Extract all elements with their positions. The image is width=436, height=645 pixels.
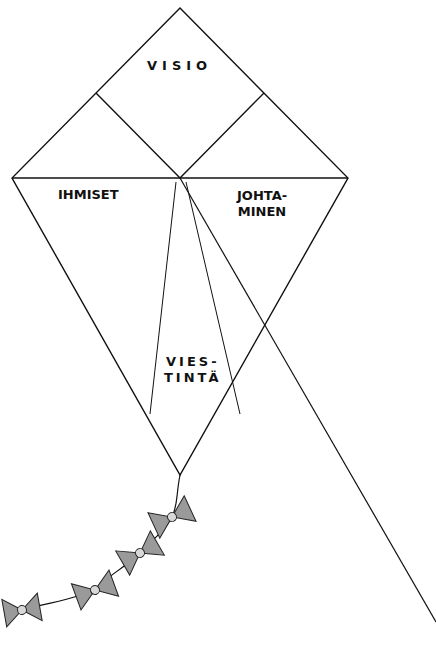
kite-string xyxy=(180,178,436,622)
vision-label: VISIO xyxy=(147,58,212,74)
tail-bows xyxy=(2,496,196,627)
kite-outline xyxy=(12,8,348,475)
bow xyxy=(148,496,196,538)
communication-label: VIES- TINTÄ xyxy=(164,354,222,386)
vision-diamond xyxy=(96,93,264,178)
leadership-label: JOHTA- MINEN xyxy=(237,188,287,220)
kite-tail xyxy=(20,475,180,610)
bow xyxy=(2,593,42,627)
people-label: IHMISET xyxy=(58,187,119,203)
bow xyxy=(116,531,165,575)
bow xyxy=(71,570,118,610)
